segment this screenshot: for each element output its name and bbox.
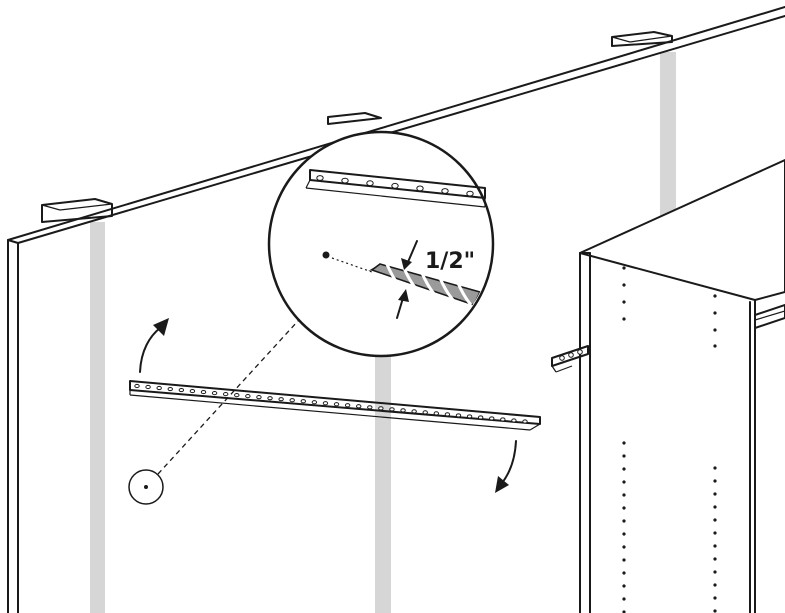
peg-hole <box>178 387 185 393</box>
peg-hole <box>713 609 717 613</box>
peg-hole <box>256 395 262 400</box>
measure-arrows <box>396 240 418 319</box>
peg-hole <box>713 570 717 574</box>
peg-hole <box>156 385 162 391</box>
peg-hole <box>400 408 406 413</box>
bit-size-label: 1/2" <box>425 249 475 274</box>
peg-hole <box>622 545 626 549</box>
peg-hole <box>145 384 151 390</box>
cabinet <box>579 159 785 613</box>
peg-hole <box>522 419 528 424</box>
peg-hole <box>411 409 417 414</box>
rotate-arrow-icon <box>139 318 169 373</box>
peg-hole <box>622 519 626 523</box>
peg-hole <box>189 388 196 394</box>
peg-hole <box>367 405 373 410</box>
peg-hole <box>622 283 626 287</box>
peg-hole <box>433 411 440 416</box>
peg-hole <box>289 398 295 403</box>
peg-hole <box>622 532 626 536</box>
peg-hole <box>622 300 626 304</box>
stud-tops <box>41 31 673 223</box>
peg-hole <box>622 610 626 613</box>
peg-hole <box>378 406 384 411</box>
peg-hole <box>622 317 626 321</box>
peg-hole <box>713 518 717 522</box>
peg-hole <box>466 190 474 197</box>
peg-hole <box>489 416 495 421</box>
peg-hole <box>622 584 626 588</box>
peg-hole <box>622 467 626 471</box>
peg-hole <box>713 328 717 332</box>
leader-line <box>157 309 309 475</box>
peg-hole <box>300 399 306 404</box>
drill-bit-icon <box>368 261 482 306</box>
peg-hole <box>391 182 399 189</box>
peg-hole <box>477 415 484 420</box>
peg-hole <box>222 392 229 397</box>
peg-hole <box>622 493 626 497</box>
peg-hole <box>500 417 506 422</box>
wall-panel <box>7 6 785 613</box>
peg-hole <box>311 400 318 405</box>
peg-hole <box>713 505 717 509</box>
peg-hole <box>200 389 207 395</box>
rotate-arrow-icon <box>495 440 517 493</box>
peg-hole <box>356 404 362 409</box>
peg-hole <box>245 394 251 399</box>
peg-hole <box>713 294 717 298</box>
peg-hole <box>234 393 240 398</box>
peg-hole <box>344 403 351 408</box>
peg-hole <box>713 466 717 470</box>
peg-hole <box>278 397 284 402</box>
peg-hole <box>713 596 717 600</box>
peg-hole <box>622 454 626 458</box>
peg-hole <box>713 492 717 496</box>
peg-hole <box>713 344 717 348</box>
peg-hole <box>466 414 473 419</box>
peg-hole <box>134 383 140 389</box>
peg-hole <box>713 479 717 483</box>
peg-hole <box>316 175 324 181</box>
cabinet-bracket <box>551 345 589 373</box>
peg-hole <box>267 396 273 401</box>
peg-hole <box>441 188 449 194</box>
peg-hole <box>622 597 626 601</box>
peg-hole <box>713 544 717 548</box>
peg-hole <box>622 506 626 510</box>
peg-hole <box>167 386 173 392</box>
peg-hole <box>333 402 340 407</box>
peg-hole <box>713 531 717 535</box>
peg-hole <box>322 401 329 406</box>
peg-hole <box>713 557 717 561</box>
detail-callout: 1/2" <box>267 130 495 358</box>
peg-hole <box>366 180 374 187</box>
peg-hole <box>622 266 626 270</box>
peg-hole <box>389 407 395 412</box>
peg-hole <box>416 185 424 192</box>
peg-hole <box>211 391 218 396</box>
peg-hole <box>444 412 451 417</box>
hanging-rail <box>129 380 541 431</box>
peg-hole <box>455 413 462 418</box>
peg-hole <box>713 311 717 315</box>
peg-hole <box>341 177 349 184</box>
peg-hole <box>622 480 626 484</box>
peg-hole <box>622 441 626 445</box>
pilot-hole-icon <box>128 469 164 505</box>
peg-hole <box>622 558 626 562</box>
peg-hole <box>511 418 517 423</box>
rail-detail <box>305 169 486 208</box>
peg-hole <box>622 571 626 575</box>
peg-hole <box>713 583 717 587</box>
peg-hole <box>422 410 428 415</box>
